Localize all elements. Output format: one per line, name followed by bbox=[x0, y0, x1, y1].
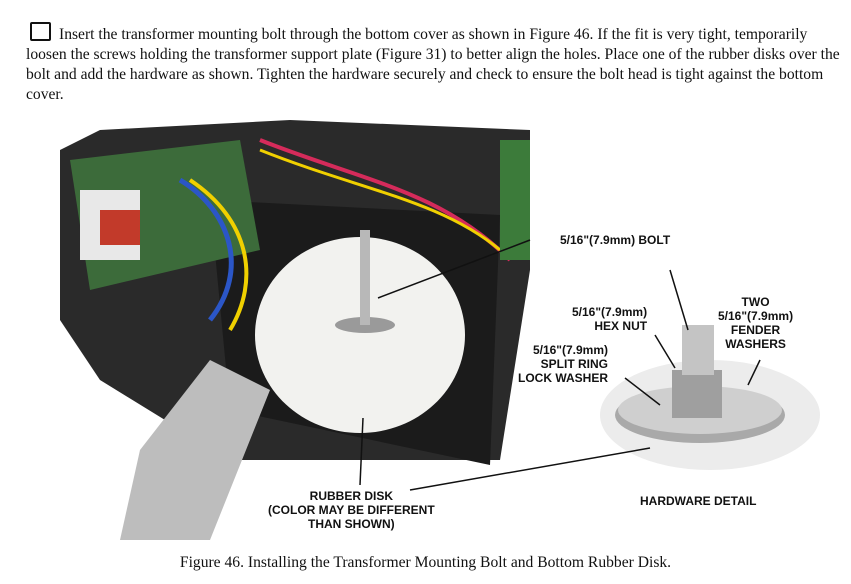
transformer bbox=[100, 210, 140, 245]
label-lock-washer: 5/16"(7.9mm) SPLIT RING LOCK WASHER bbox=[518, 343, 608, 385]
figure-caption: Figure 46. Installing the Transformer Mo… bbox=[179, 554, 672, 571]
ribbon-cable bbox=[120, 360, 270, 540]
label-rubber-disk: RUBBER DISK (COLOR MAY BE DIFFERENT THAN… bbox=[268, 489, 435, 531]
instruction-step: Insert the transformer mounting bolt thr… bbox=[26, 22, 846, 105]
checkbox[interactable] bbox=[30, 22, 51, 41]
label-fender-washers: TWO 5/16"(7.9mm) FENDER WASHERS bbox=[718, 295, 794, 351]
bolt bbox=[360, 230, 370, 325]
bolt-thread bbox=[682, 325, 714, 375]
instruction-text: Insert the transformer mounting bolt thr… bbox=[26, 26, 840, 103]
label-hardware-detail: HARDWARE DETAIL bbox=[640, 494, 757, 508]
circuit-board-right bbox=[500, 140, 530, 260]
label-bolt: 5/16"(7.9mm) BOLT bbox=[560, 233, 671, 247]
rubber-disk bbox=[255, 237, 465, 433]
figure-46-photo bbox=[60, 120, 820, 540]
hex-nut bbox=[672, 370, 722, 418]
label-hex-nut: 5/16"(7.9mm) HEX NUT bbox=[572, 305, 648, 333]
